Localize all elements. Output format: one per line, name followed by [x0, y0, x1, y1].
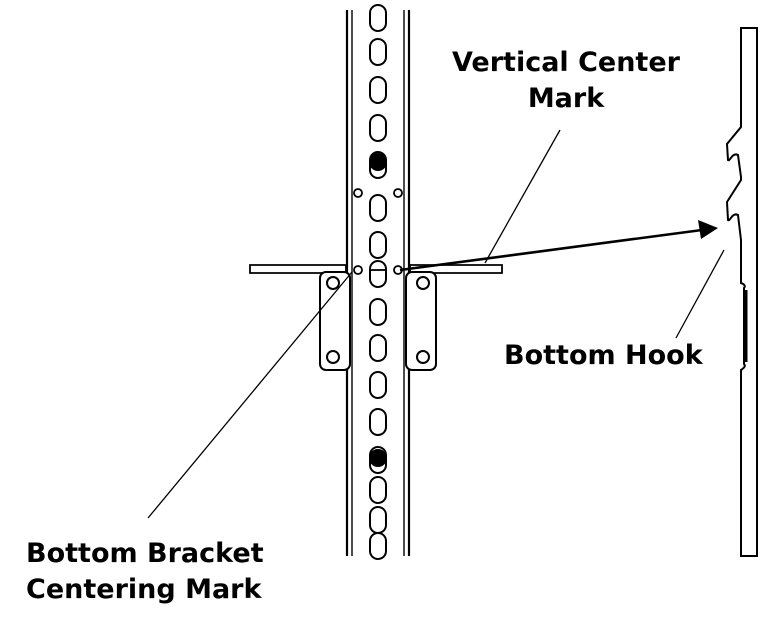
- bracket-bar-right: [409, 264, 503, 274]
- small-hole: [353, 188, 363, 198]
- column-slot: [369, 194, 387, 222]
- vertical-center-mark-line-2: Mark: [527, 83, 605, 114]
- column-slot: [369, 371, 387, 399]
- bottom-bracket-centering-mark-label: Bottom Bracket Centering Mark: [26, 536, 264, 608]
- bottom-hook-leader: [675, 249, 725, 339]
- filled-marker: [369, 153, 387, 171]
- alignment-arrow-head: [698, 220, 718, 239]
- bottom-bracket-centering-mark-leader: [147, 271, 353, 519]
- column-slot: [369, 231, 387, 259]
- filled-markers: [369, 153, 387, 467]
- bottom-bracket-centering-mark-line-2: Centering Mark: [26, 574, 262, 605]
- hook-rail-outline: [725, 27, 758, 557]
- bottom-hook-label: Bottom Hook: [504, 338, 703, 374]
- column-slot: [369, 38, 387, 66]
- column-slot: [369, 298, 387, 326]
- centering-hole-left: [353, 265, 363, 275]
- horizontal-bracket-bar: [249, 264, 503, 274]
- bracket-plate-right: [405, 271, 437, 371]
- vertical-center-mark-line-1: Vertical Center: [452, 47, 680, 78]
- column-slot: [369, 532, 387, 560]
- column-slot: [369, 114, 387, 142]
- column-slot: [369, 334, 387, 362]
- small-hole: [393, 188, 403, 198]
- leader-lines: [147, 129, 725, 519]
- column-slot: [369, 76, 387, 104]
- bracket-screw-hole: [416, 276, 430, 290]
- filled-marker: [369, 449, 387, 467]
- bottom-bracket: [319, 271, 437, 371]
- column-slot: [369, 408, 387, 436]
- bottom-hook-line-1: Bottom Hook: [504, 340, 703, 371]
- vertical-center-mark-leader: [484, 129, 561, 264]
- bracket-plate-left: [319, 271, 351, 371]
- bracket-screw-hole: [416, 350, 430, 364]
- hook-rail: [725, 27, 758, 557]
- column-slot: [369, 260, 387, 288]
- bottom-bracket-centering-mark-line-1: Bottom Bracket: [26, 538, 264, 569]
- alignment-arrow: [399, 220, 718, 272]
- vertical-center-mark-label: Vertical Center Mark: [452, 45, 680, 117]
- alignment-arrow-line: [399, 228, 703, 272]
- bracket-screw-hole: [326, 276, 340, 290]
- column-slot: [369, 476, 387, 504]
- column-slot: [369, 506, 387, 534]
- bracket-screw-hole: [326, 350, 340, 364]
- column-slot: [369, 4, 387, 32]
- column-slots: [369, 4, 387, 560]
